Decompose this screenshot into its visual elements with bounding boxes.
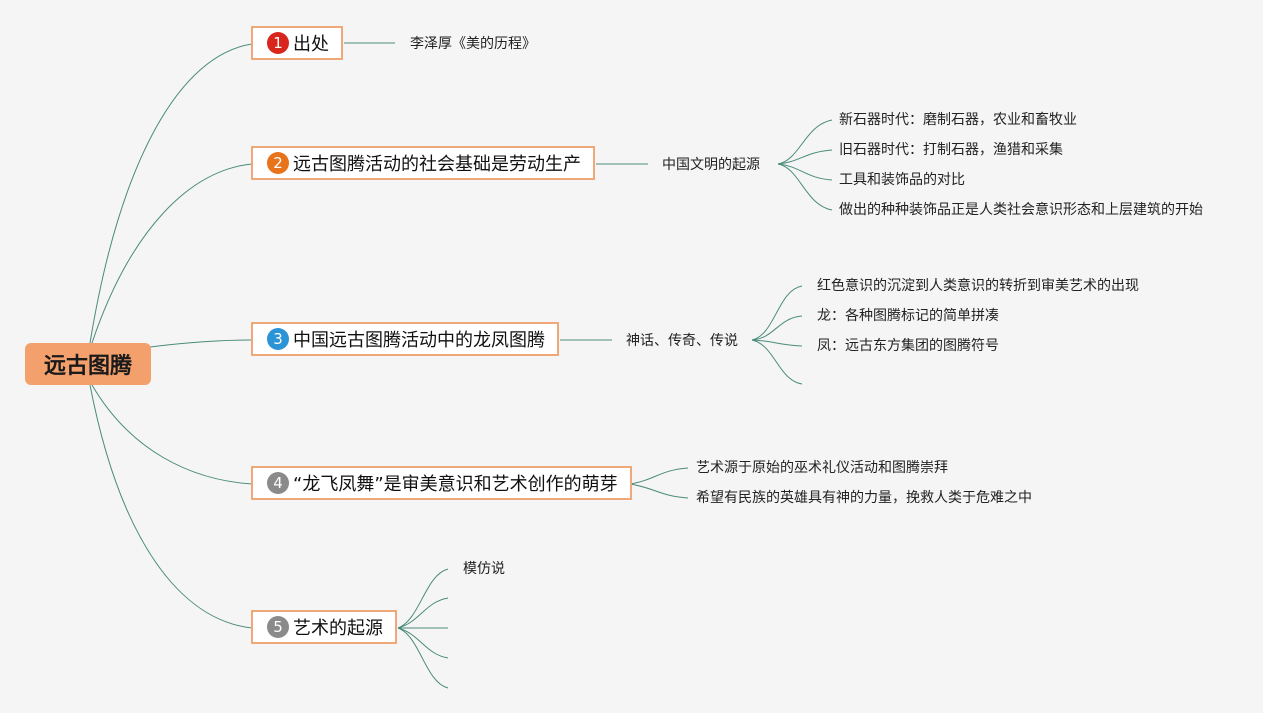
topic-label: 出处: [293, 34, 329, 55]
connector-t5-item1: [397, 568, 449, 629]
badge-number-2: 2: [267, 152, 289, 174]
connector-root-topic5: [89, 384, 253, 629]
t3-item[interactable]: 凤：远古东方集团的图腾符号: [817, 338, 999, 354]
badge-number-3: 3: [267, 328, 289, 350]
mid-node-civilization-origin[interactable]: 中国文明的起源: [662, 157, 760, 173]
connector-t2-item2: [777, 149, 833, 165]
connector-t4-item2: [629, 483, 689, 499]
connector-t5-item4: [397, 627, 449, 659]
topic-labor-production[interactable]: 2 远古图腾活动的社会基础是劳动生产: [251, 146, 595, 180]
badge-number-1: 1: [267, 32, 289, 54]
root-node[interactable]: 远古图腾: [25, 343, 151, 385]
connector-t5-item2: [397, 597, 449, 629]
connector-t2-item3: [777, 163, 833, 181]
topic-label: 远古图腾活动的社会基础是劳动生产: [293, 154, 581, 175]
t4-item[interactable]: 希望有民族的英雄具有神的力量，挽救人类于危难之中: [696, 490, 1032, 506]
badge-number-5: 5: [267, 616, 289, 638]
connector-t3-item4: [751, 339, 803, 385]
connector-t5-item5: [397, 627, 449, 689]
topic-label: 中国远古图腾活动中的龙凤图腾: [293, 330, 545, 351]
t3-item[interactable]: 龙：各种图腾标记的简单拼凑: [817, 308, 999, 324]
connector-t4-item1: [629, 467, 689, 485]
t3-item[interactable]: 红色意识的沉淀到人类意识的转折到审美艺术的出现: [817, 278, 1139, 294]
mid-node-myths[interactable]: 神话、传奇、传说: [626, 333, 738, 349]
topic-aesthetic-sprout[interactable]: 4 “龙飞凤舞”是审美意识和艺术创作的萌芽: [251, 466, 632, 500]
t2-item[interactable]: 新石器时代：磨制石器，农业和畜牧业: [839, 112, 1077, 128]
connector-t2-item1: [777, 119, 833, 165]
topic-label: “龙飞凤舞”是审美意识和艺术创作的萌芽: [293, 474, 618, 495]
connector-root-topic1: [89, 43, 253, 344]
topic-label: 艺术的起源: [293, 618, 383, 639]
connector-t3-item1: [751, 285, 803, 341]
topic-dragon-phoenix[interactable]: 3 中国远古图腾活动中的龙凤图腾: [251, 322, 559, 356]
topic-source[interactable]: 1 出处: [251, 26, 343, 60]
connector-t3-item2: [751, 315, 803, 341]
t2-item[interactable]: 工具和装饰品的对比: [839, 172, 965, 188]
connector-root-topic2: [91, 163, 253, 344]
t2-item[interactable]: 旧石器时代：打制石器，渔猎和采集: [839, 142, 1063, 158]
connector-t2-item4: [777, 163, 833, 211]
connector-root-topic3: [149, 339, 253, 348]
connector-root-topic4: [91, 384, 253, 485]
t2-item[interactable]: 做出的种种装饰品正是人类社会意识形态和上层建筑的开始: [839, 202, 1203, 218]
connector-t3-item3: [751, 339, 803, 347]
topic-art-origin[interactable]: 5 艺术的起源: [251, 610, 397, 644]
t4-item[interactable]: 艺术源于原始的巫术礼仪活动和图腾崇拜: [696, 460, 948, 476]
source-text[interactable]: 李泽厚《美的历程》: [410, 36, 536, 52]
t5-item[interactable]: 模仿说: [463, 561, 505, 577]
badge-number-4: 4: [267, 472, 289, 494]
